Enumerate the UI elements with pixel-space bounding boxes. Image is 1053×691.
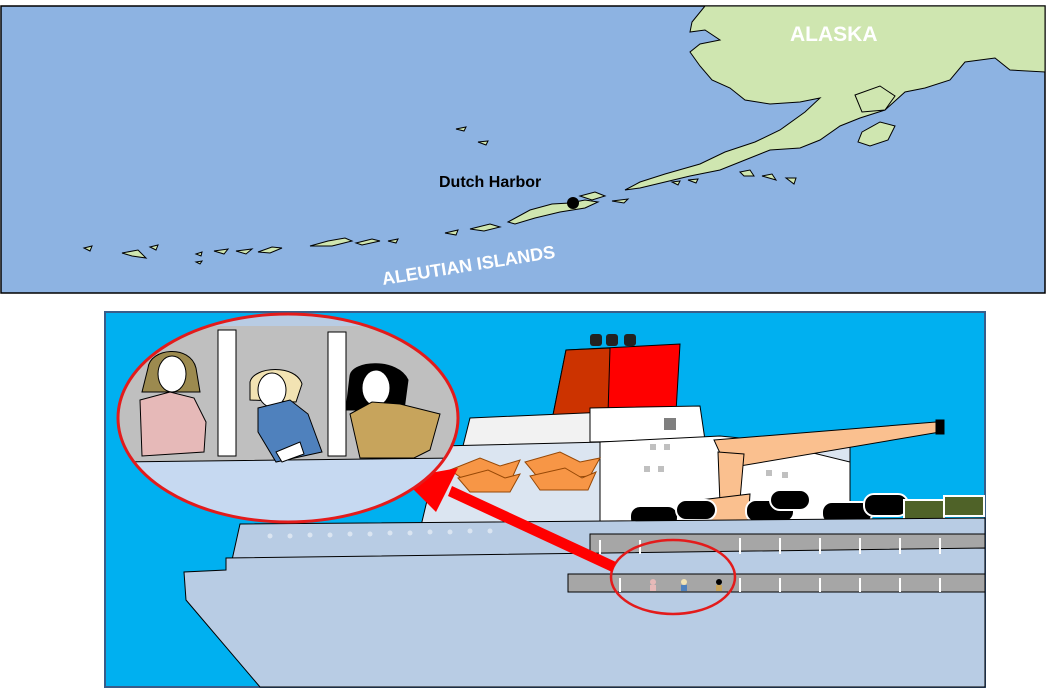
window-pillar-right (327, 331, 347, 457)
bridge-deck (589, 405, 706, 443)
lifeboats (448, 451, 601, 493)
kodiak-island (857, 121, 896, 147)
woman-patterned-shirt-icon (345, 363, 441, 459)
woman-blue-shirt-icon (249, 369, 323, 463)
upper-portholes (267, 528, 493, 539)
alaska-peninsula-bay (854, 85, 896, 113)
cabin-windows (644, 444, 788, 478)
main-hull (183, 547, 986, 688)
highlight-circle-large (116, 312, 460, 524)
smokestack (552, 334, 681, 416)
dutch-harbor-marker (567, 197, 579, 209)
highlight-circle-small (609, 538, 737, 616)
alaska-label: ALASKA (790, 23, 878, 46)
promenade-deck-lower (567, 573, 986, 593)
bridge-window (664, 418, 676, 430)
aleutian-map: ALASKA Dutch Harbor ALEUTIAN ISLANDS (0, 5, 1046, 294)
window-pillar-left (217, 329, 237, 457)
dutch-harbor-label: Dutch Harbor (439, 174, 541, 191)
woman-pink-shirt-icon (139, 351, 207, 457)
alaska-landmass (624, 5, 1046, 191)
zoom-inset (116, 312, 460, 524)
tiny-passengers (650, 579, 722, 591)
deck-railings (599, 538, 941, 592)
